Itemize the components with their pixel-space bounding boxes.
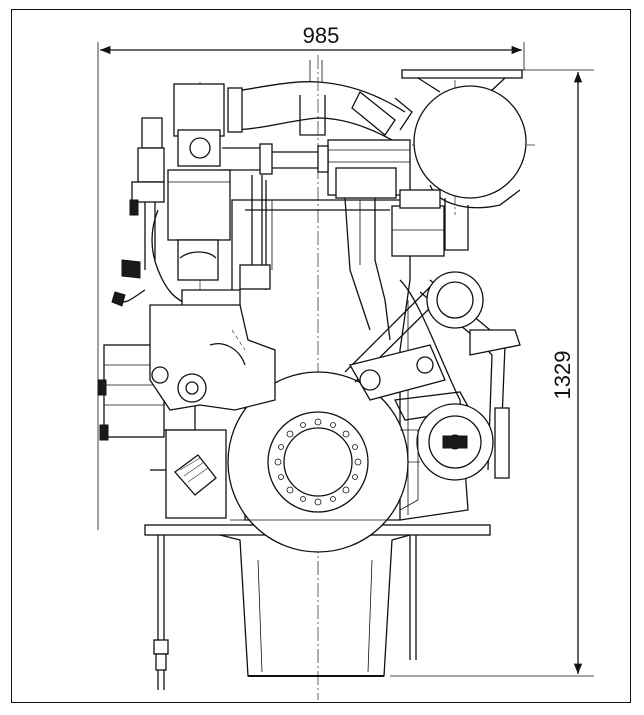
- height-label: 1329: [550, 351, 575, 400]
- turbocharger-housing: [413, 85, 527, 251]
- height-dimension: 1329: [390, 69, 594, 677]
- exhaust-flange: [401, 69, 523, 93]
- oil-filter: [167, 169, 231, 281]
- vertical-oil-pipe: [239, 175, 271, 290]
- drain-hose: [153, 535, 169, 690]
- width-label: 985: [303, 23, 340, 48]
- sensor-column: [121, 117, 165, 279]
- oil-sump: [219, 534, 411, 677]
- cylinder-head-cover: [327, 139, 411, 341]
- fuel-injection-pump: [149, 304, 276, 411]
- thermostat-housing: [173, 83, 225, 167]
- water-pump-housing: [391, 189, 445, 257]
- fan-pulley: [416, 403, 510, 481]
- belt-tensioner: [349, 329, 521, 421]
- misc-detail-lines: [230, 60, 419, 521]
- width-dimension: 985: [97, 23, 525, 530]
- intake-pipe: [227, 81, 413, 141]
- coolant-pipe-upper: [222, 143, 329, 175]
- crankshaft-damper: [227, 371, 409, 553]
- oil-cooler: [150, 429, 227, 519]
- alternator-pulley: [426, 271, 484, 329]
- wiring-harness: [111, 209, 191, 307]
